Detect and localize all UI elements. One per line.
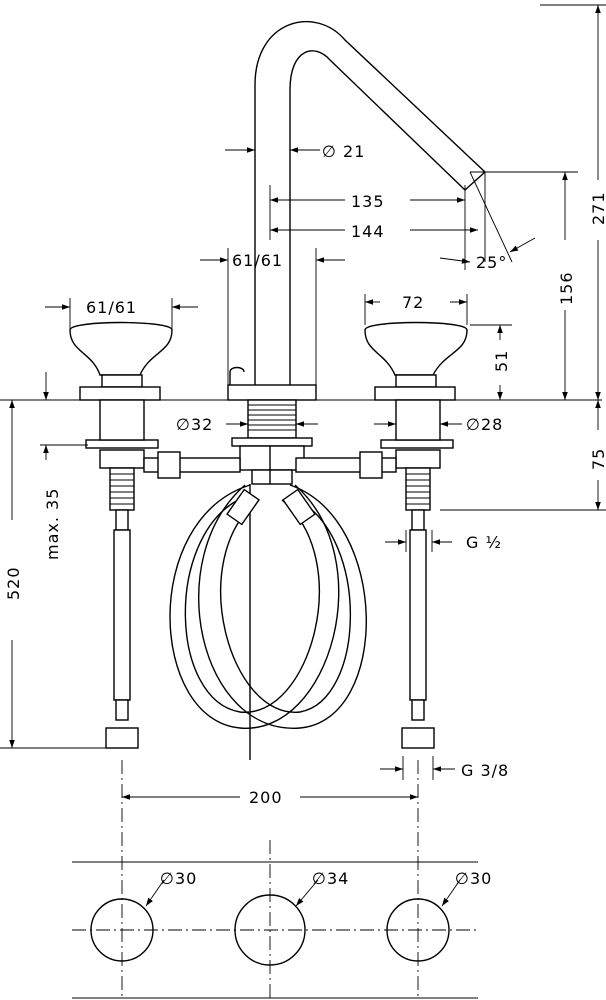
hole-right — [386, 898, 450, 962]
hoses — [169, 484, 367, 729]
label-spout-base: 61/61 — [232, 251, 283, 270]
hole-layout — [72, 760, 478, 999]
label-total-height: 271 — [589, 191, 606, 225]
right-handle — [364, 321, 468, 401]
label-shank-length: 75 — [589, 448, 606, 470]
label-handle-base: 61/61 — [86, 298, 137, 317]
label-hole-right: ∅30 — [455, 869, 492, 888]
label-spout-shank: ∅32 — [176, 415, 213, 434]
label-spacing: 200 — [249, 788, 283, 807]
left-handle — [69, 321, 173, 401]
hole-center — [234, 894, 306, 966]
label-hose-length: 520 — [4, 566, 23, 600]
label-handle-height: 51 — [492, 350, 511, 372]
dimension-lines — [0, 4, 606, 800]
spout-shank — [231, 399, 313, 760]
spout — [227, 20, 486, 401]
label-thread-half: G ½ — [466, 533, 502, 552]
label-angle: 25° — [476, 253, 507, 272]
label-hole-left: ∅30 — [160, 869, 197, 888]
label-spout-diameter: ∅ 21 — [322, 142, 365, 161]
label-handle-shank: ∅28 — [466, 415, 503, 434]
cross-connectors — [143, 451, 397, 479]
dimension-labels: ∅ 21 135 144 25° 61/61 61/61 72 ∅32 ∅28 … — [4, 142, 606, 888]
label-max-thickness: max. 35 — [43, 488, 62, 560]
right-shank — [380, 399, 454, 749]
label-handle-width: 72 — [402, 293, 424, 312]
label-hole-center: ∅34 — [312, 869, 349, 888]
label-reach-135: 135 — [351, 192, 385, 211]
label-reach-144: 144 — [351, 222, 385, 241]
label-outlet-height: 156 — [557, 271, 576, 305]
label-thread-38: G 3/8 — [461, 761, 509, 780]
left-shank — [85, 399, 159, 749]
hole-left — [90, 898, 154, 962]
